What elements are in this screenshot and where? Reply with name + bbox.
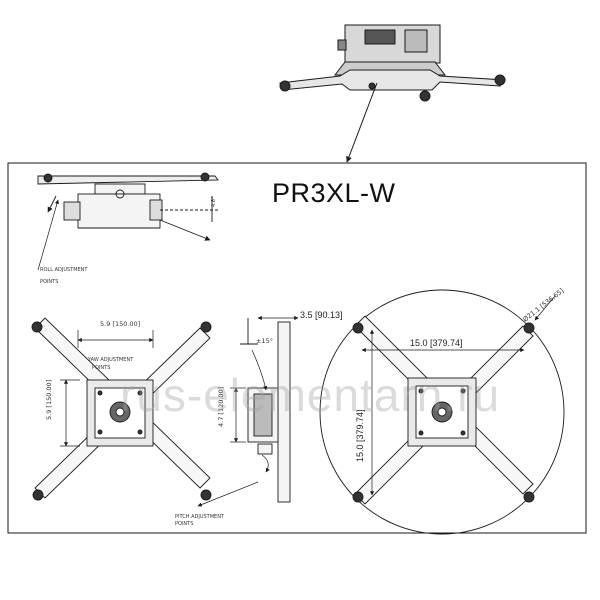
model-title: PR3XL-W bbox=[272, 178, 396, 208]
roll-adjustment-label: ROLL ADJUSTMENT bbox=[40, 267, 88, 273]
front-view-left bbox=[31, 317, 212, 501]
front-right-dim-lines bbox=[361, 295, 556, 496]
pitch-adjustment-label: PITCH ADJUSTMENT bbox=[175, 514, 224, 520]
yaw-adjustment-label: YAW ADJUSTMENT bbox=[88, 357, 134, 363]
roll-points-label: POINTS bbox=[40, 279, 59, 285]
right-width-dimension: 15.0 [379.74] bbox=[410, 338, 463, 348]
side-angle-dimension: ±15° bbox=[256, 337, 273, 345]
roll-arrow bbox=[37, 199, 59, 271]
left-height-dimension: 5.9 [150.00] bbox=[45, 379, 53, 420]
drawing-frame bbox=[7, 162, 587, 534]
side-view-top bbox=[37, 172, 220, 241]
yaw-points-label: POINTS bbox=[92, 365, 111, 371]
left-width-dimension: 5.9 [150.00] bbox=[100, 320, 141, 328]
top-angle-label: 4.6° bbox=[211, 196, 217, 207]
front-left-dim-lines bbox=[60, 330, 154, 447]
side-depth-dimension: 3.5 [90.13] bbox=[300, 310, 343, 320]
watermark-text: rus-elementarn.ru bbox=[120, 369, 501, 421]
callout-arrow bbox=[346, 82, 378, 163]
side-dim-lines bbox=[197, 315, 299, 507]
side-profile-middle bbox=[240, 318, 291, 503]
front-view-right bbox=[319, 289, 565, 535]
pitch-points-label: POINTS bbox=[175, 521, 194, 527]
top-mount-photo bbox=[279, 24, 507, 102]
